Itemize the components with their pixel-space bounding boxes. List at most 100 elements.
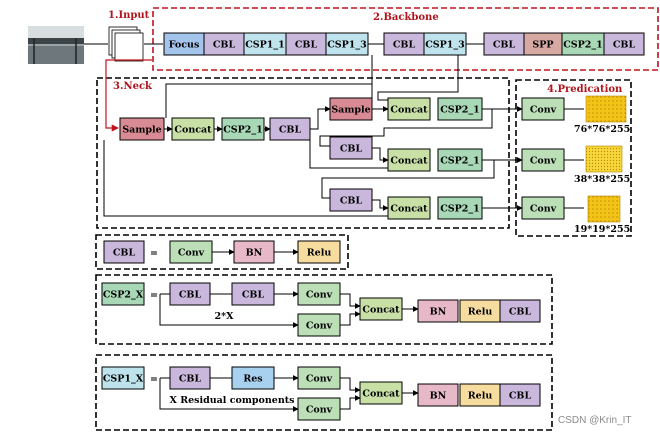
leg-csp1-relu: Relu xyxy=(459,383,501,407)
prediction-frame xyxy=(515,79,632,237)
pred-conv-3: Conv xyxy=(521,196,565,220)
leg-csp2-name-label: CSP2_X xyxy=(103,290,144,301)
neck-r3-cbl-label: CBL xyxy=(340,196,363,207)
legend-cbl-frame xyxy=(95,234,349,270)
neck-r3-concat: Concat xyxy=(387,196,431,220)
leg-csp2-equals: = xyxy=(150,290,158,301)
neck-r3-concat-label: Concat xyxy=(390,204,428,215)
backbone-frame xyxy=(152,7,659,71)
leg-csp1-cbl-label: CBL xyxy=(509,391,532,402)
n-l9 xyxy=(372,147,389,163)
leg-csp1-repeat-label: X Residual components xyxy=(170,395,295,406)
leg-csp1-name-label: CSP1_X xyxy=(103,374,144,385)
n-l12 xyxy=(321,159,495,199)
neck-r1-concat-1-label: Concat xyxy=(174,125,212,136)
leg-csp2-bn-label: BN xyxy=(430,307,447,318)
leg-csp1-bn-label: BN xyxy=(430,391,447,402)
leg-csp2-relu: Relu xyxy=(459,299,501,323)
n-l15 xyxy=(103,140,388,217)
feature-map-2 xyxy=(585,145,623,173)
legend-csp1-frame xyxy=(95,354,553,431)
legend-cbl-conv: Conv xyxy=(169,240,213,264)
backbone-to-neck-arrow xyxy=(105,59,152,132)
pred-output-size-2: 38*38*255 xyxy=(574,174,630,185)
leg-csp2-top-1-label: CBL xyxy=(179,290,202,301)
leg-csp1-top-2-label: Res xyxy=(243,374,262,385)
leg-csp2-bn: BN xyxy=(417,299,459,323)
leg-csp1-top-1-label: CBL xyxy=(179,374,202,385)
neck-r1-sample-2-label: Sample xyxy=(331,105,370,116)
leg-csp2-top-3-label: Conv xyxy=(306,290,333,301)
leg-csp2-top-3: Conv xyxy=(297,282,341,306)
leg-csp2-top-2: CBL xyxy=(231,282,275,306)
feature-map-1 xyxy=(585,95,627,123)
leg-csp1-concat-label: Concat xyxy=(362,389,400,400)
leg-csp2-relu-label: Relu xyxy=(468,307,493,318)
backbone-block-6-label: CBL xyxy=(393,40,416,51)
backbone-block-9: SPP xyxy=(523,32,563,56)
backbone-block-11: CBL xyxy=(603,32,645,56)
neck-r1-cbl-label: CBL xyxy=(279,125,302,136)
section-title-backbone: 2.Backbone xyxy=(373,12,439,23)
backbone-block-8: CBL xyxy=(483,32,525,56)
neck-r2-concat: Concat xyxy=(387,148,431,172)
leg-csp2-bottom-label: Conv xyxy=(306,321,333,332)
leg-csp1-top-2: Res xyxy=(231,366,275,390)
leg-csp1-top-3: Conv xyxy=(297,366,341,390)
section-title-input: 1.Input xyxy=(108,10,150,21)
legend-cbl-name: CBL xyxy=(103,240,145,264)
leg-csp1-bottom-label: Conv xyxy=(306,405,333,416)
neck-r3-csp2: CSP2_1 xyxy=(437,196,483,220)
legend-cbl-conv-label: Conv xyxy=(178,248,205,259)
neck-frame xyxy=(96,77,510,229)
neck-r1-csp2-2: CSP2_1 xyxy=(437,97,483,121)
section-title-prediction: 4.Predication xyxy=(547,84,623,95)
backbone-block-2-label: CBL xyxy=(213,40,236,51)
leg-csp2-concat-label: Concat xyxy=(362,305,400,316)
backbone-tap-1 xyxy=(360,55,373,99)
neck-r1-sample-2: Sample xyxy=(329,97,373,121)
backbone-block-3: CSP1_1 xyxy=(243,32,287,56)
backbone-block-1: Focus xyxy=(163,32,205,56)
watermark: CSDN @Krin_IT xyxy=(558,415,632,426)
pred-output-size-1: 76*76*255 xyxy=(574,124,630,135)
leg-csp1-l6 xyxy=(340,395,361,410)
pred-conv-2-label: Conv xyxy=(530,156,557,167)
n-l4 xyxy=(310,106,331,130)
neck-r1-sample-1-label: Sample xyxy=(122,125,161,136)
n-l11 xyxy=(309,140,388,169)
neck-r2-csp2: CSP2_1 xyxy=(437,148,483,172)
neck-r2-cbl-label: CBL xyxy=(340,144,363,155)
leg-csp2-cbl-label: CBL xyxy=(509,307,532,318)
section-title-neck: 3.Neck xyxy=(113,81,153,92)
neck-r1-concat-2-label: Concat xyxy=(390,105,428,116)
legend-cbl-equals: = xyxy=(150,248,158,259)
backbone-block-10-label: CSP2_1 xyxy=(563,40,603,51)
neck-r2-concat-label: Concat xyxy=(390,156,428,167)
neck-r3-csp2-label: CSP2_1 xyxy=(440,204,480,215)
neck-r1-csp2-1: CSP2_1 xyxy=(221,117,265,141)
backbone-block-10: CSP2_1 xyxy=(561,32,605,56)
neck-r3-cbl: CBL xyxy=(329,188,373,212)
pred-conv-1-label: Conv xyxy=(530,105,557,116)
neck-r2-cbl: CBL xyxy=(329,136,373,160)
neck-r1-concat-1: Concat xyxy=(171,117,215,141)
n-l7 xyxy=(165,83,373,118)
leg-csp1-l4 xyxy=(159,378,299,412)
backbone-block-11-label: CBL xyxy=(613,40,636,51)
n-l13 xyxy=(372,199,389,211)
backbone-block-5: CSP1_3 xyxy=(325,32,369,56)
leg-csp2-l5 xyxy=(340,293,361,309)
neck-r1-csp2-1-label: CSP2_1 xyxy=(223,125,263,136)
backbone-block-5-label: CSP1_3 xyxy=(327,40,367,51)
backbone-block-1-label: Focus xyxy=(169,40,200,51)
leg-csp2-l6 xyxy=(340,311,361,326)
leg-csp1-bn: BN xyxy=(417,383,459,407)
neck-r2-csp2-label: CSP2_1 xyxy=(440,156,480,167)
n-l8 xyxy=(319,108,493,147)
